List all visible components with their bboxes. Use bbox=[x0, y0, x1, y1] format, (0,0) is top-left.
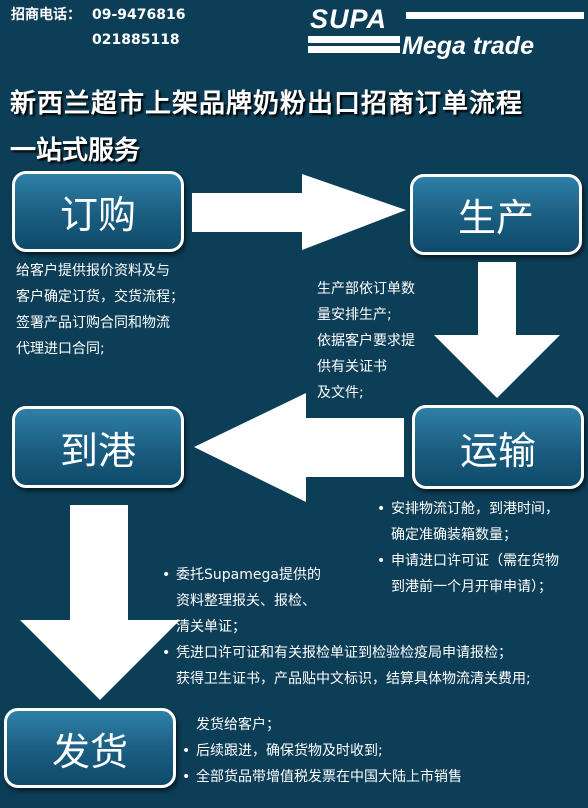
shipping-line: 安排物流订舱，到港时间， bbox=[391, 501, 559, 517]
arrow-down-icon bbox=[434, 262, 560, 398]
logo-stripe bbox=[308, 36, 400, 43]
step-order-box: 订购 bbox=[12, 171, 184, 252]
step-shipping-box: 运输 bbox=[412, 405, 584, 489]
arrow-right-icon bbox=[192, 174, 406, 250]
port-description: 委托Supamega提供的 资料整理报关、报检、 清关单证； 凭进口许可证和有关… bbox=[162, 562, 531, 692]
production-line: 及文件; bbox=[317, 385, 364, 401]
port-line: 清关单证； bbox=[176, 619, 246, 635]
step-production-box: 生产 bbox=[410, 174, 582, 255]
port-line: 获得卫生证书，产品贴中文标识，结算具体物流清关费用; bbox=[176, 671, 531, 687]
shipping-line: 确定准确装箱数量； bbox=[391, 527, 517, 543]
step-delivery-label: 发货 bbox=[51, 729, 128, 774]
phone-label: 招商电话： bbox=[11, 7, 81, 23]
port-bullet: 委托Supamega提供的 资料整理报关、报检、 清关单证； bbox=[162, 562, 531, 640]
shipping-bullet: 安排物流订舱，到港时间， 确定准确装箱数量； bbox=[377, 496, 559, 548]
arrow-down-icon bbox=[20, 505, 180, 700]
port-line: 委托Supamega提供的 bbox=[176, 567, 321, 583]
phone-number-1: 09-9476816 bbox=[92, 7, 186, 23]
delivery-bullet: 后续跟进，确保货物及时收到; bbox=[182, 738, 462, 764]
step-delivery-box: 发货 bbox=[4, 708, 176, 788]
production-description: 生产部依订单数 量安排生产; 依据客户要求提 供有关证书 及文件; bbox=[317, 276, 415, 406]
production-line: 依据客户要求提 bbox=[317, 333, 415, 349]
step-port-box: 到港 bbox=[12, 406, 184, 488]
delivery-line: 后续跟进，确保货物及时收到; bbox=[196, 743, 383, 759]
port-line: 凭进口许可证和有关报检单证到检验检疫局申请报检； bbox=[176, 645, 512, 661]
logo-mega-trade-text: Mega trade bbox=[402, 32, 534, 60]
delivery-description: 发货给客户； 后续跟进，确保货物及时收到; 全部货品带增值税发票在中国大陆上市销… bbox=[182, 712, 462, 790]
page-title: 新西兰超市上架品牌奶粉出口招商订单流程 bbox=[10, 89, 524, 119]
step-order-label: 订购 bbox=[59, 193, 136, 237]
logo-supa-text: SUPA bbox=[310, 4, 388, 34]
production-line: 供有关证书 bbox=[317, 359, 387, 375]
delivery-line: 发货给客户； bbox=[196, 717, 280, 733]
step-production-label: 生产 bbox=[457, 196, 534, 240]
order-line: 签署产品订购合同和物流 bbox=[16, 315, 170, 331]
production-line: 量安排生产; bbox=[317, 307, 392, 323]
logo: SUPA Mega trade bbox=[306, 2, 586, 64]
production-line: 生产部依订单数 bbox=[317, 281, 415, 297]
logo-stripe bbox=[406, 12, 584, 19]
step-shipping-label: 运输 bbox=[459, 428, 536, 473]
page-subtitle: 一站式服务 bbox=[10, 136, 141, 166]
order-line: 代理进口合同; bbox=[16, 341, 105, 357]
phone-number-2: 021885118 bbox=[92, 32, 180, 48]
step-port-label: 到港 bbox=[59, 428, 136, 473]
delivery-line: 全部货品带增值税发票在中国大陆上市销售 bbox=[196, 769, 462, 785]
delivery-bullet: 全部货品带增值税发票在中国大陆上市销售 bbox=[182, 764, 462, 790]
port-line: 资料整理报关、报检、 bbox=[176, 593, 316, 609]
order-line: 客户确定订货，交货流程； bbox=[16, 289, 184, 305]
port-bullet: 凭进口许可证和有关报检单证到检验检疫局申请报检； 获得卫生证书，产品贴中文标识，… bbox=[162, 640, 531, 692]
order-line: 给客户提供报价资料及与 bbox=[16, 263, 170, 279]
logo-stripe bbox=[308, 46, 400, 53]
arrow-left-icon bbox=[194, 393, 404, 502]
order-description: 给客户提供报价资料及与 客户确定订货，交货流程； 签署产品订购合同和物流 代理进… bbox=[16, 258, 184, 362]
